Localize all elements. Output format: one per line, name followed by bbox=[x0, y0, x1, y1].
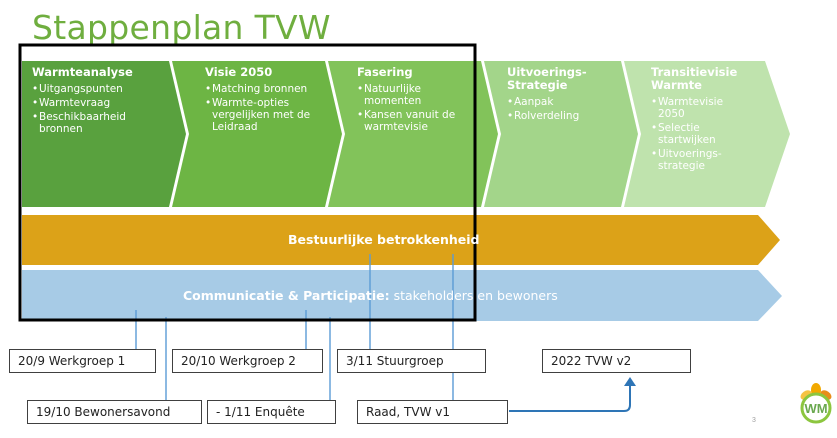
phase-2-bullet: Matching bronnen bbox=[205, 83, 317, 95]
phase-2-heading: Visie 2050 bbox=[205, 65, 273, 79]
communication-label-rest: stakeholders en bewoners bbox=[389, 288, 558, 303]
phase-1-bullet: Uitgangspunten bbox=[32, 83, 167, 95]
wm-logo: WM bbox=[800, 383, 832, 424]
arrow-to-tvw-v2 bbox=[509, 384, 631, 412]
phase-2-bullets: Matching bronnen Warmte-opties vergelijk… bbox=[205, 83, 317, 133]
phase-1-bullets: Uitgangspunten Warmtevraag Beschikbaarhe… bbox=[32, 83, 167, 135]
arrow-head bbox=[624, 377, 636, 386]
milestone-enquete: - 1/11 Enquête bbox=[207, 400, 336, 424]
phase-5-bullets: Warmtevisie 2050 Selectie startwijken Ui… bbox=[651, 96, 751, 172]
governance-label-text: Bestuurlijke betrokkenheid bbox=[288, 232, 480, 247]
phase-1-text: Warmteanalyse Uitgangspunten Warmtevraag… bbox=[32, 66, 167, 137]
slide-number: 3 bbox=[752, 417, 756, 424]
milestone-raad: Raad, TVW v1 bbox=[357, 400, 508, 424]
logo-petals-icon bbox=[800, 383, 832, 424]
communication-band-label: Communicatie & Participatie: stakeholder… bbox=[183, 288, 558, 303]
phase-3-bullets: Natuurlijke momenten Kansen vanuit de wa… bbox=[357, 83, 472, 133]
phase-4-text: Uitvoerings-Strategie Aanpak Rolverdelin… bbox=[507, 66, 617, 124]
phase-3-bullet: Natuurlijke momenten bbox=[357, 83, 472, 107]
governance-band bbox=[22, 215, 780, 265]
phase-5-bullet: Selectie startwijken bbox=[651, 122, 728, 146]
milestone-werkgroep-2: 20/10 Werkgroep 2 bbox=[172, 349, 323, 373]
milestone-werkgroep-1: 20/9 Werkgroep 1 bbox=[9, 349, 156, 373]
communication-band bbox=[22, 270, 782, 321]
phase-5-text: Transitievisie Warmte Warmtevisie 2050 S… bbox=[651, 66, 751, 174]
phase-4-bullet: Rolverdeling bbox=[507, 110, 617, 122]
highlight-frame bbox=[18, 43, 477, 322]
phase-4-heading: Uitvoerings-Strategie bbox=[507, 65, 587, 92]
phase-5-bullet: Warmtevisie 2050 bbox=[651, 96, 728, 120]
communication-label-bold: Communicatie & Participatie: bbox=[183, 288, 390, 303]
phase-4-bullets: Aanpak Rolverdeling bbox=[507, 96, 617, 122]
phase-3-bullet: Kansen vanuit de warmtevisie bbox=[357, 109, 472, 133]
page-title: Stappenplan TVW bbox=[32, 8, 331, 47]
milestone-stuurgroep: 3/11 Stuurgroep bbox=[337, 349, 486, 373]
phase-1-bullet: Beschikbaarheid bronnen bbox=[32, 111, 167, 135]
phase-3-heading: Fasering bbox=[357, 65, 413, 79]
phase-4-bullet: Aanpak bbox=[507, 96, 617, 108]
phase-1-bullet: Warmtevraag bbox=[32, 97, 167, 109]
phase-5-heading: Transitievisie Warmte bbox=[651, 65, 738, 92]
phase-3-text: Fasering Natuurlijke momenten Kansen van… bbox=[357, 66, 472, 135]
milestone-tvw-v2: 2022 TVW v2 bbox=[542, 349, 691, 373]
phase-5-bullet: Uitvoerings-strategie bbox=[651, 148, 738, 172]
phase-2-text: Visie 2050 Matching bronnen Warmte-optie… bbox=[205, 66, 317, 135]
phase-1-heading: Warmteanalyse bbox=[32, 65, 133, 79]
phase-2-bullet: Warmte-opties vergelijken met de Leidraa… bbox=[205, 97, 317, 133]
milestone-bewonersavond: 19/10 Bewonersavond bbox=[27, 400, 202, 424]
logo-text: WM bbox=[804, 401, 827, 416]
governance-band-label: Bestuurlijke betrokkenheid bbox=[288, 232, 479, 247]
milestone-connectors bbox=[135, 254, 454, 400]
